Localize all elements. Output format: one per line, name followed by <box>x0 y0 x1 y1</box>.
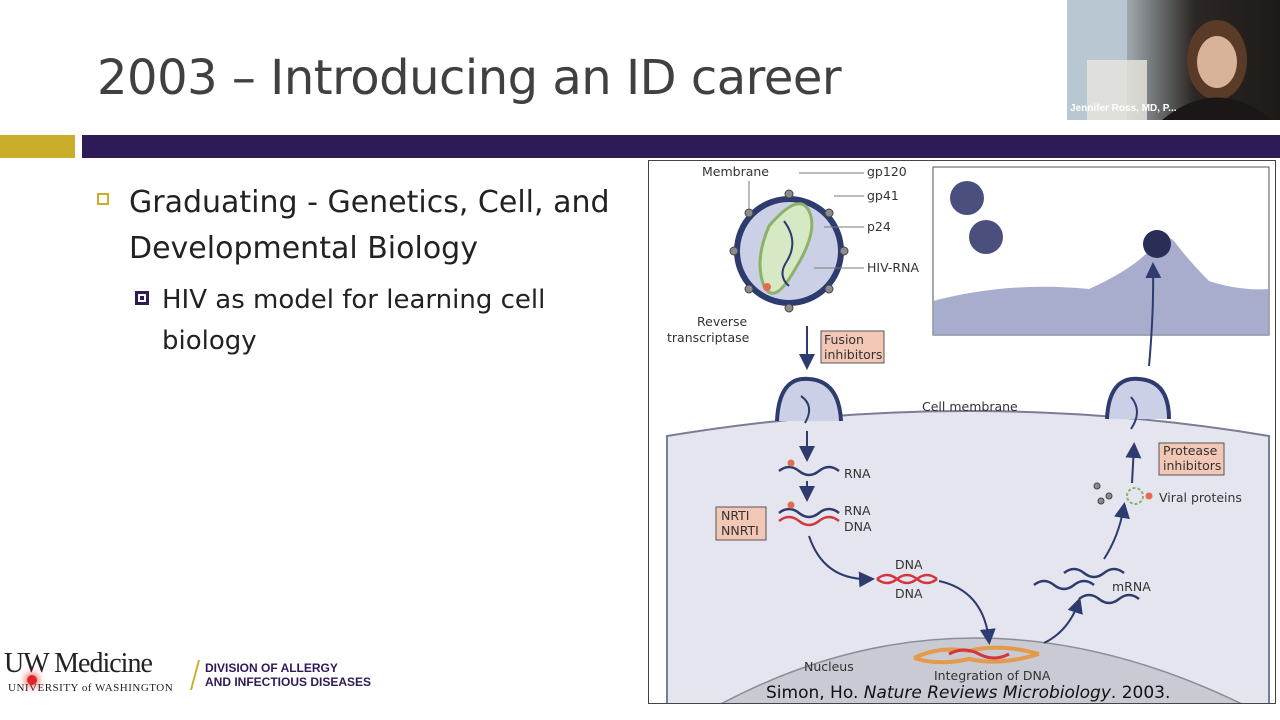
webcam-video-tile[interactable]: Jennifer Ross, MD, P... <box>1067 0 1280 120</box>
label-transcriptase: transcriptase <box>667 330 750 345</box>
bullet-level-2: HIV as model for learning cell biology <box>135 280 635 362</box>
figure-citation: Simon, Ho. Nature Reviews Microbiology. … <box>766 683 1170 703</box>
division-line-1: DIVISION OF ALLERGY <box>205 661 338 675</box>
label-mrna: mRNA <box>1112 579 1151 594</box>
label-membrane: Membrane <box>702 164 769 179</box>
protease-inhibitors-box <box>1158 442 1225 476</box>
label-gp120: gp120 <box>867 164 907 179</box>
label-rna-2: RNA <box>844 503 871 518</box>
label-fusion: Fusion <box>824 332 864 347</box>
hiv-lifecycle-diagram: Membrane gp120 gp41 p24 HIV-RNA Reverse … <box>666 164 1270 703</box>
label-p24: p24 <box>867 219 891 234</box>
label-protease-inhibitors: inhibitors <box>1163 458 1221 473</box>
laser-pointer-icon <box>27 675 37 685</box>
bullet-text: Graduating - Genetics, Cell, and Develop… <box>129 185 610 266</box>
label-reverse: Reverse <box>697 314 748 329</box>
nrti-box <box>715 506 767 541</box>
fusion-inhibitors-box <box>820 330 885 364</box>
uw-medicine-logo: UW Medicine UNIVERSITY of WASHINGTON DIV… <box>4 648 404 702</box>
webcam-person-image <box>1067 0 1272 120</box>
accent-bar-purple <box>82 135 1280 158</box>
bullet-filled-square-icon <box>135 291 149 305</box>
label-nrti: NRTI <box>721 508 749 523</box>
citation-journal: Nature Reviews Microbiology <box>863 683 1111 703</box>
participant-name: Jennifer Ross, MD, P... <box>1070 103 1177 114</box>
label-nnrti: NNRTI <box>721 523 759 538</box>
label-rna: RNA <box>844 466 871 481</box>
label-fusion-inhibitors: inhibitors <box>824 347 882 362</box>
label-cell-membrane: Cell membrane <box>922 399 1018 414</box>
bullet-square-icon <box>97 193 109 205</box>
division-name: DIVISION OF ALLERGY AND INFECTIOUS DISEA… <box>205 661 371 689</box>
citation-year: . 2003. <box>1110 683 1171 703</box>
label-hiv-rna: HIV-RNA <box>867 260 919 275</box>
logo-main: UW Medicine <box>4 648 153 679</box>
logo-divider <box>189 660 201 690</box>
bullet-text: HIV as model for learning cell biology <box>162 285 546 356</box>
slide-title: 2003 – Introducing an ID career <box>97 50 842 106</box>
cell-body <box>666 410 1270 703</box>
label-nucleus: Nucleus <box>804 659 854 674</box>
label-dna-2: DNA <box>844 519 872 534</box>
bullet-level-1: Graduating - Genetics, Cell, and Develop… <box>97 180 647 272</box>
division-line-2: AND INFECTIOUS DISEASES <box>205 675 372 689</box>
accent-bar-gold <box>0 135 75 158</box>
citation-authors: Simon, Ho. <box>766 683 859 703</box>
label-protease: Protease <box>1163 443 1218 458</box>
label-dna-top: DNA <box>895 557 923 572</box>
label-gp41: gp41 <box>867 188 899 203</box>
label-integration: Integration of DNA <box>934 668 1051 683</box>
logo-sub: UNIVERSITY of WASHINGTON <box>8 682 174 694</box>
hiv-lifecycle-figure: Membrane gp120 gp41 p24 HIV-RNA Reverse … <box>648 160 1276 704</box>
label-dna-bottom: DNA <box>895 586 923 601</box>
label-viral-proteins: Viral proteins <box>1159 490 1242 505</box>
